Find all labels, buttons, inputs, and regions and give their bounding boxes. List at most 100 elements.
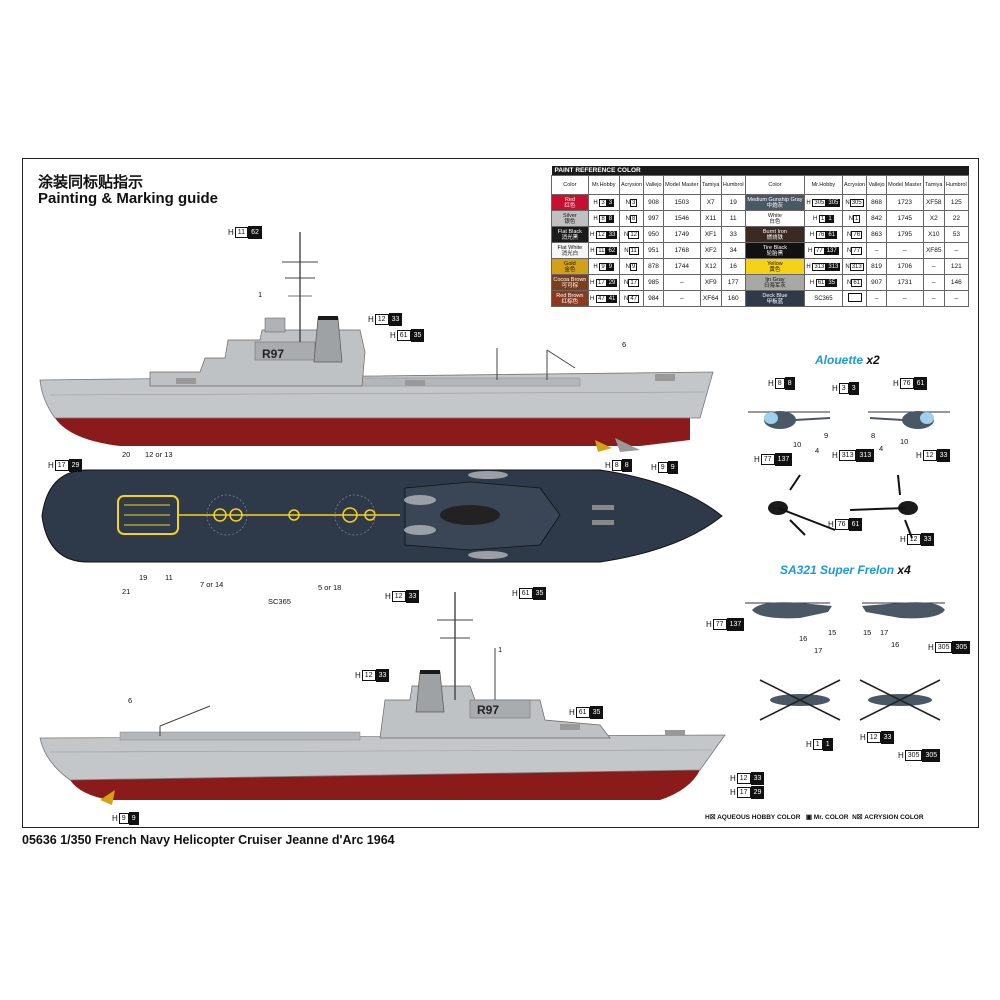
alouette-count: x2: [866, 353, 880, 367]
paint-code-mm: –: [885, 290, 924, 307]
part-label-4-left: 4: [815, 446, 820, 455]
funnel-bottom: [415, 671, 445, 713]
alouette-title: Alouette x2: [815, 353, 880, 367]
part-label-1: 1: [258, 290, 263, 299]
page-title: Painting & Marking guide: [38, 190, 219, 207]
part-label-6: 6: [622, 340, 627, 349]
page-title-cn: 涂装同标贴指示: [38, 173, 144, 191]
flight-deck-plan: [41, 469, 723, 563]
part-label-9: 9: [824, 431, 829, 440]
paint-column-header: Humbrol: [720, 175, 746, 195]
super-frelon-side-views: [745, 602, 945, 619]
hull-gray-bottom: [39, 734, 726, 781]
flight-deck: [41, 469, 723, 563]
part-label-6-bottom: 6: [128, 696, 133, 705]
part-label-7-or-14: 7 or 14: [200, 580, 224, 589]
kit-title: 05636 1/350 French Navy Helicopter Cruis…: [22, 833, 395, 847]
paint-code-vallejo: –: [866, 290, 887, 307]
paint-column-header: Vallejo: [866, 175, 887, 195]
paint-code-vallejo: 907: [866, 274, 887, 291]
paint-code-humbrol: –: [943, 290, 970, 307]
paint-code-vallejo: 868: [866, 194, 887, 211]
antifouling-hull: [55, 418, 690, 446]
part-label-1-bottom: 1: [498, 645, 503, 654]
part-label-4-right: 4: [879, 444, 884, 453]
hull-code-top: R97: [262, 347, 284, 361]
ship-profile-bottom: R97: [39, 592, 726, 805]
alouette-name: Alouette: [815, 353, 863, 367]
part-label-12-or-13: 12 or 13: [145, 450, 173, 459]
alouette-side-views: [748, 411, 950, 429]
super-frelon-title: SA321 Super Frelon x4: [780, 563, 911, 577]
paint-code-humbrol: 160: [720, 290, 746, 307]
part-label-8: 8: [871, 431, 876, 440]
part-label-sc365: SC365: [268, 597, 291, 606]
part-label-20: 20: [122, 450, 131, 459]
part-label-15-right: 15: [863, 628, 872, 637]
part-label-19: 19: [139, 573, 148, 582]
paint-code-vallejo: 878: [643, 258, 664, 275]
part-label-11: 11: [165, 573, 173, 582]
super-frelon-top-views: [759, 679, 941, 721]
mr-hobby-code: SC365: [804, 290, 843, 307]
paint-table-title: PAINT REFERENCE COLOR: [551, 166, 969, 176]
super-frelon-count: x4: [897, 563, 911, 577]
paint-code-vallejo: 984: [643, 290, 664, 307]
part-label-10-left: 10: [793, 440, 802, 449]
part-label-16-left: 16: [799, 634, 808, 643]
acrysion-code: [841, 290, 868, 307]
part-label-17-left: 17: [814, 646, 823, 655]
paint-code-tamiya: XF64: [699, 290, 722, 307]
alouette-top-views: [768, 474, 918, 539]
part-label-15-left: 15: [828, 628, 837, 637]
hull-code-bottom: R97: [477, 703, 499, 717]
super-frelon-name: SA321 Super Frelon: [780, 563, 895, 577]
part-label-10-right: 10: [900, 437, 909, 446]
funnel-top: [313, 317, 343, 363]
part-label-16-right: 16: [891, 640, 900, 649]
